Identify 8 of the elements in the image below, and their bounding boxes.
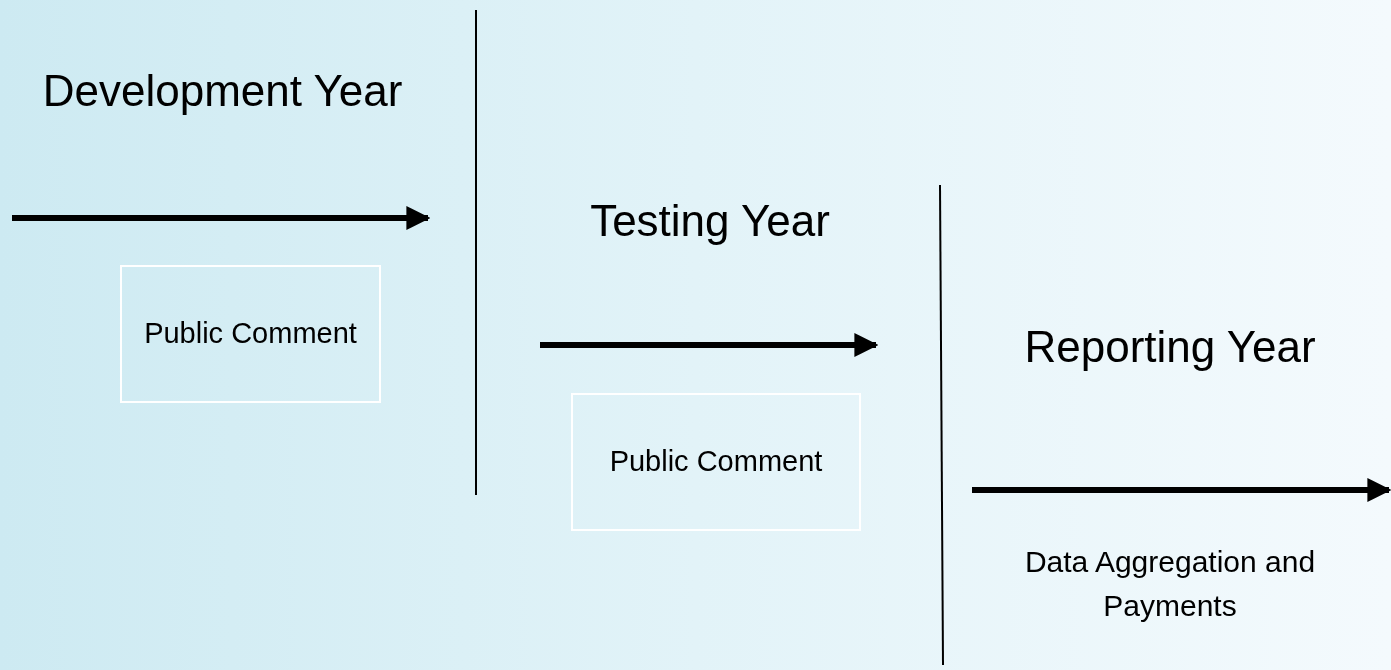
phase-title: Development Year <box>41 65 404 117</box>
phase-title: Reporting Year <box>1023 321 1317 373</box>
phase-title: Testing Year <box>589 195 831 247</box>
comment-box <box>571 393 861 531</box>
phase-description: Data Aggregation and Payments <box>1023 544 1317 624</box>
box-text: Public Comment <box>144 316 357 352</box>
comment-box <box>120 265 381 403</box>
box-text: Public Comment <box>609 444 823 480</box>
